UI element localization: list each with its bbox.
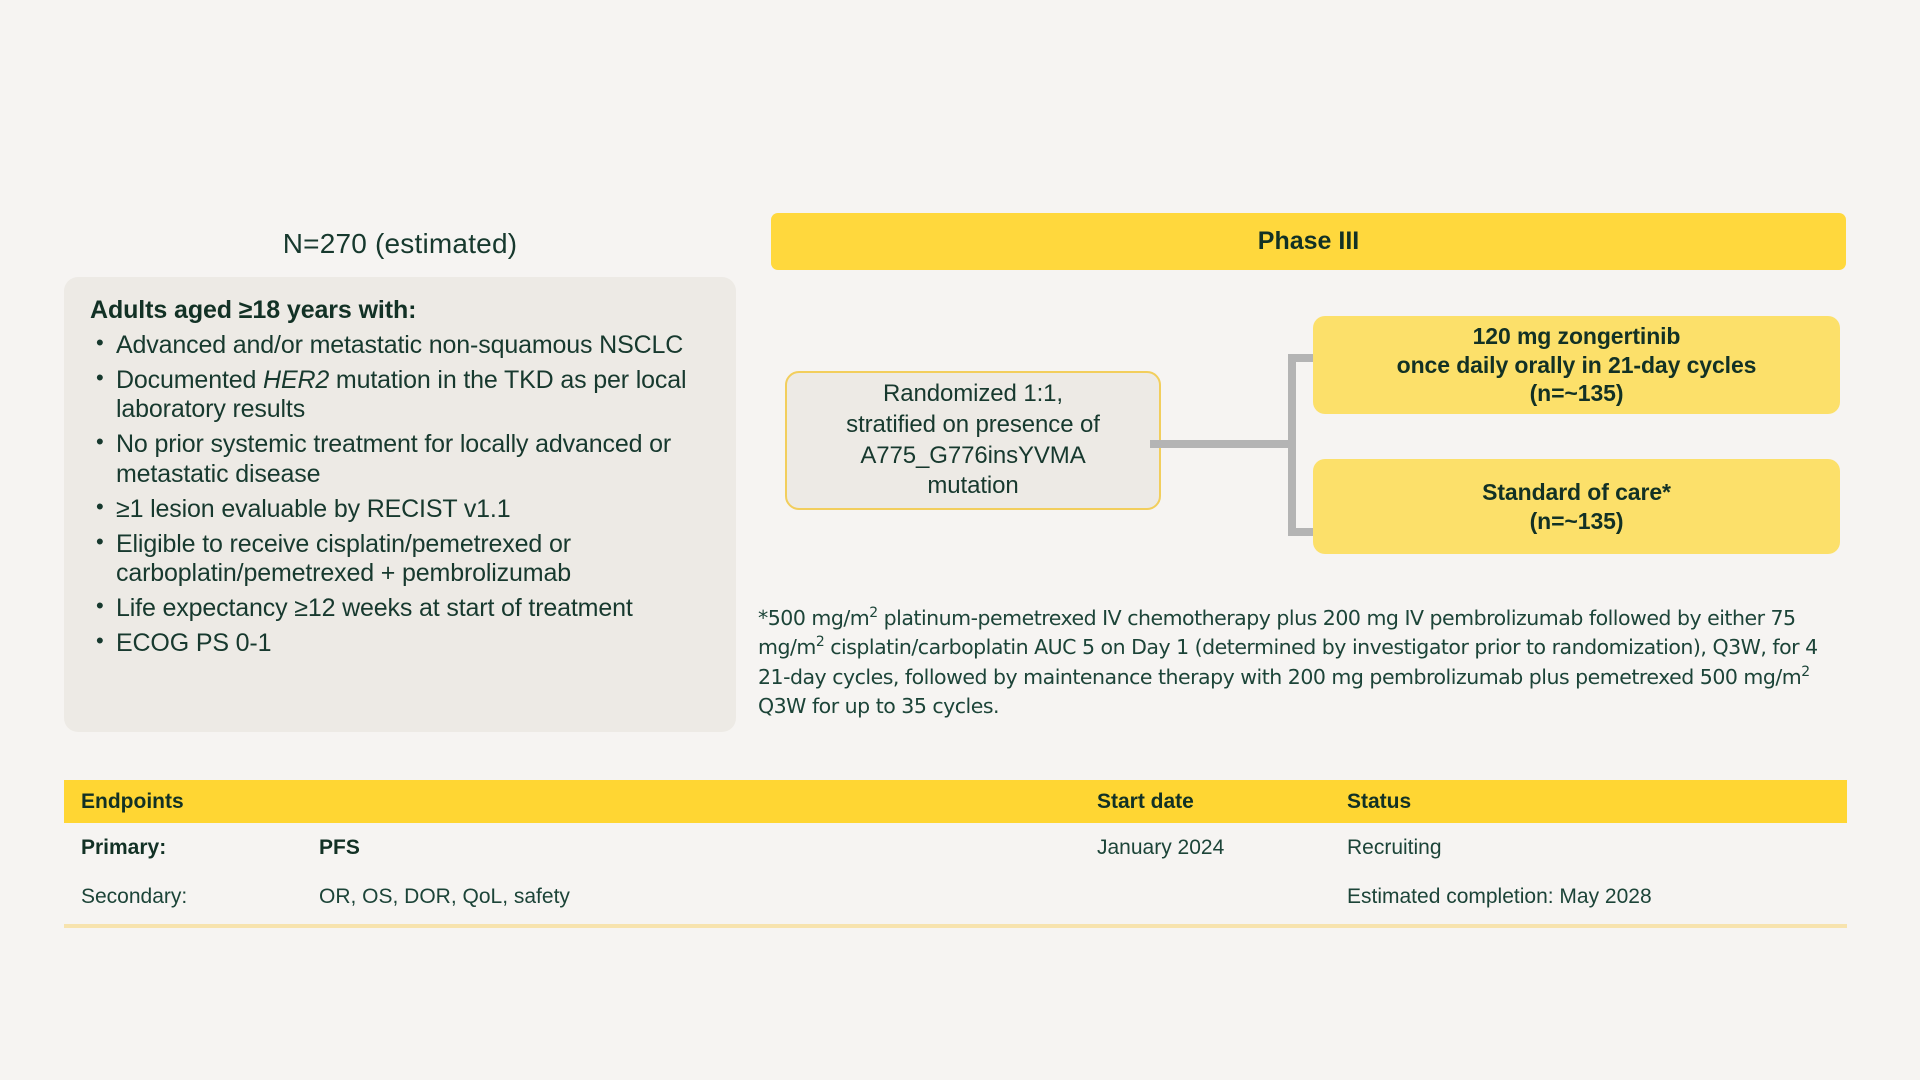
table-bottom-rule [64,924,1847,928]
gene-name-italic: HER2 [263,366,330,395]
table-row: Secondary: OR, OS, DOR, QoL, safety Esti… [64,872,1847,921]
row-label-secondary: Secondary: [81,884,188,908]
column-header-status: Status [1347,789,1412,813]
eligibility-criterion: ≥1 lesion evaluable by RECIST v1.1 [90,494,710,524]
table-header-row: Endpoints Start date Status [64,780,1847,823]
randomization-box: Randomized 1:1, stratified on presence o… [785,371,1161,510]
footnote-superscript: 2 [869,605,878,622]
eligibility-criterion: Advanced and/or metastatic non-squamous … [90,330,710,360]
endpoints-table: Endpoints Start date Status Primary: PFS… [64,780,1847,928]
eligibility-criterion: Eligible to receive cisplatin/pemetrexed… [90,529,710,588]
eligibility-criteria-panel: Adults aged ≥18 years with: Advanced and… [64,277,736,732]
connector-stem [1150,440,1296,448]
footnote-superscript: 2 [1801,663,1810,680]
row-value-secondary: OR, OS, DOR, QoL, safety [319,884,570,908]
eligibility-criterion: ECOG PS 0-1 [90,628,710,658]
eligibility-criterion: Life expectancy ≥12 weeks at start of tr… [90,593,710,623]
connector-riser-down [1288,440,1296,536]
row-start-date-primary: January 2024 [1097,835,1225,859]
row-status-secondary: Estimated completion: May 2028 [1347,884,1652,908]
eligibility-criterion: No prior systemic treatment for locally … [90,429,710,488]
randomization-text: Randomized 1:1, stratified on presence o… [846,380,1100,500]
row-value-primary: PFS [319,835,360,859]
eligibility-panel-title: Adults aged ≥18 years with: [90,296,417,324]
column-header-endpoints: Endpoints [81,789,184,813]
table-row: Primary: PFS January 2024 Recruiting [64,823,1847,872]
row-label-primary: Primary: [81,835,167,859]
connector-riser-up [1288,354,1296,448]
eligibility-criterion: Documented HER2 mutation in the TKD as p… [90,365,710,424]
treatment-arm-control: Standard of care* (n=~135) [1313,459,1840,554]
row-status-primary: Recruiting [1347,835,1442,859]
phase-banner: Phase III [771,213,1846,270]
phase-label: Phase III [1257,227,1360,255]
column-header-start-date: Start date [1097,789,1194,813]
eligibility-criteria-list: Advanced and/or metastatic non-squamous … [90,330,710,658]
footnote-superscript: 2 [815,634,825,651]
arm-experimental-text: 120 mg zongertinib once daily orally in … [1396,322,1757,407]
standard-of-care-footnote: *500 mg/m2 platinum-pemetrexed IV chemot… [758,605,1818,718]
population-size-label: N=270 (estimated) [282,228,518,259]
arm-control-text: Standard of care* (n=~135) [1482,478,1671,534]
treatment-arm-experimental: 120 mg zongertinib once daily orally in … [1313,316,1840,414]
